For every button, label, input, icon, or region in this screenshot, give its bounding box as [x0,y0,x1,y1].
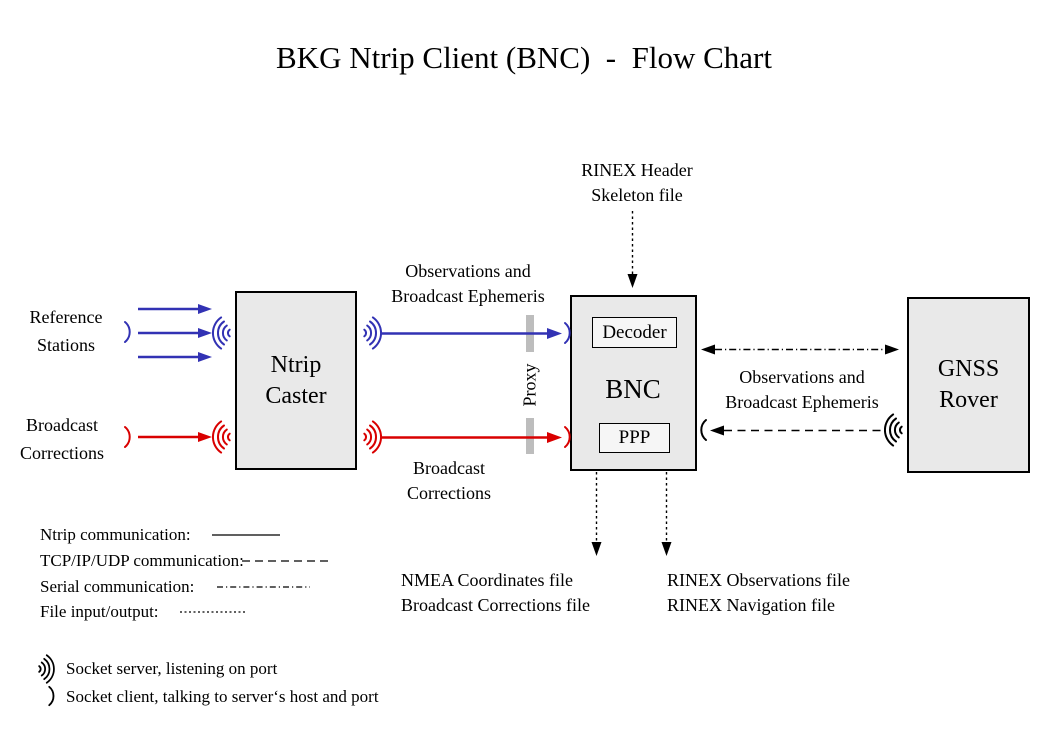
proxy-label: Proxy [519,363,540,407]
ref-station-arrow-3 [138,352,212,362]
label-reference-stations: Reference Stations [29,307,103,355]
socket-client-icon-bnc-blue [564,322,571,344]
proxy-bar-bottom [526,418,534,454]
gnss-rover-box: GNSS Rover [907,297,1030,473]
decoder-box: Decoder [592,317,677,348]
legend-line-solid [212,534,280,536]
label-nmea-output-files: NMEA Coordinates file Broadcast Correcti… [401,570,590,615]
corrections-input-arrow [138,432,212,442]
legend-label-ntrip: Ntrip communication: [40,525,191,544]
label-observations-to-rover: Observations and Broadcast Ephemeris [725,367,879,412]
legend-line-dashed [242,560,332,562]
ntrip-caster-box: Ntrip Caster [235,291,357,470]
ref-station-arrow-1 [138,304,212,314]
socket-client-icon-ref [124,321,131,343]
socket-server-legend-icon [38,654,55,684]
label-rinex-output-files: RINEX Observations file RINEX Navigation… [667,570,850,615]
bnc-label: BNC [605,374,661,404]
legend-label-tcp: TCP/IP/UDP communication: [40,551,244,570]
label-observations-to-bnc: Observations and Broadcast Ephemeris [391,261,545,306]
socket-client-icon-corr [124,426,131,448]
socket-server-icon-caster-in-red [212,420,231,454]
socket-client-icon-bnc-right [700,419,707,441]
label-broadcast-corrections-input: Broadcast Corrections [20,415,104,463]
legend-label-file-io: File input/output: [40,602,159,621]
ref-station-arrow-2 [138,328,212,338]
rover-to-bnc-tcp-arrow [710,425,884,436]
ppp-box: PPP [599,423,670,453]
legend-label-socket-client: Socket client, talking to server‘s host … [66,687,379,706]
rinex-output-arrow [661,472,672,556]
legend-line-dashdot [217,586,310,588]
page-title: BKG Ntrip Client (BNC) - Flow Chart [276,40,772,75]
nmea-output-arrow [591,472,602,556]
socket-server-icon-caster-out-red [363,420,382,454]
caster-to-bnc-blue-arrow [381,328,562,339]
socket-client-legend-icon [48,685,55,707]
legend-label-socket-server: Socket server, listening on port [66,659,278,678]
serial-double-arrow [701,344,899,355]
label-rinex-header-skeleton: RINEX Header Skeleton file [581,160,693,205]
caster-to-bnc-red-arrow [381,432,562,443]
socket-server-icon-caster-out-blue [363,316,382,350]
label-broadcast-corrections-to-bnc: Broadcast Corrections [407,458,491,503]
socket-server-icon-rover [884,413,903,447]
legend-label-serial: Serial communication: [40,577,195,596]
socket-client-icon-bnc-red [564,426,571,448]
rinex-header-file-arrow [627,211,638,288]
socket-server-icon-caster-in-blue [212,316,231,350]
legend-line-dotted [180,611,247,613]
